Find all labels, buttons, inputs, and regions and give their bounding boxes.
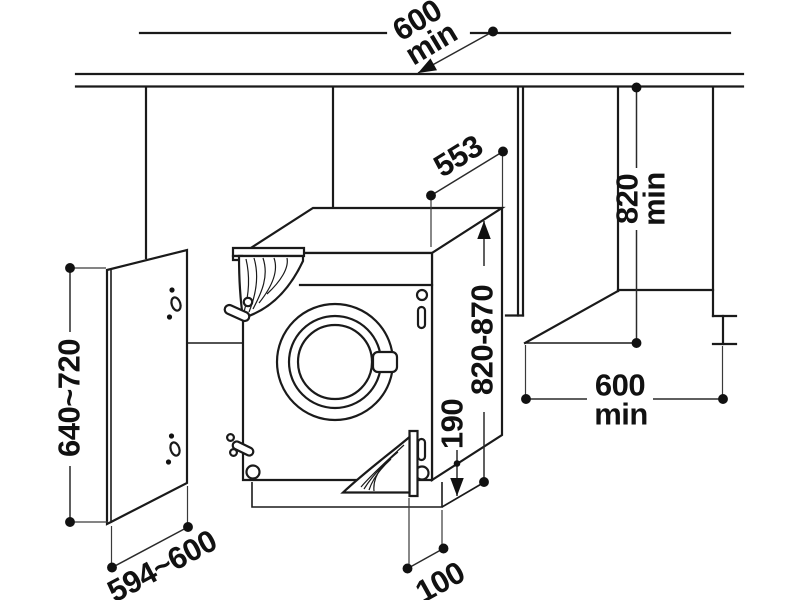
dim-value: 820-870	[465, 285, 500, 395]
dim-leader	[417, 26, 498, 74]
washing-machine	[223, 205, 506, 508]
left-foot-screw	[245, 464, 261, 480]
wood-grain	[360, 444, 405, 488]
panel-outline	[105, 248, 189, 526]
front-button	[415, 288, 429, 302]
upper-hinge-hole	[170, 296, 182, 312]
dim-value: 553	[427, 128, 488, 184]
dim-worktop-depth: 600 min	[386, 0, 498, 74]
hinge-arm	[231, 440, 255, 457]
dim-label-niche-height: 820 min	[610, 172, 672, 226]
lower-hinge-hole	[169, 441, 181, 457]
wood-grain	[252, 257, 266, 310]
hinge-screw-bottom	[229, 448, 239, 458]
dim-label-plinth-recess: 100	[410, 555, 471, 600]
dim-value: 820	[610, 174, 645, 224]
dim-plinth-zone-height: 190	[435, 399, 470, 496]
hinge-arm	[223, 303, 251, 323]
dim-label-plinth-zone: 190	[435, 399, 470, 449]
right-cabinet	[504, 86, 738, 346]
lower-screw-mark-2	[165, 459, 172, 465]
machine-plinth	[251, 482, 443, 508]
dim-dot	[453, 460, 461, 467]
bracket-plate	[231, 246, 306, 258]
door-handle	[371, 350, 399, 374]
dim-qualifier: min	[637, 172, 672, 226]
worktop	[74, 72, 745, 88]
dim-line	[426, 146, 508, 201]
top-left-wood-bracket	[231, 246, 306, 320]
bottom-right-wood-bracket	[340, 429, 419, 498]
machine-plinth-depth-edge	[441, 482, 484, 508]
front-indicator-slot	[416, 305, 427, 330]
dim-label-floor-clearance: 600	[595, 368, 645, 403]
wood-grain	[248, 257, 258, 313]
lower-screw-mark-1	[168, 433, 175, 439]
wood-grain	[266, 257, 288, 295]
dim-value: 640~720	[52, 339, 87, 457]
dim-label-appliance-depth: 553	[427, 128, 488, 184]
hinge-pin	[242, 296, 254, 308]
bracket-wedge	[340, 434, 411, 494]
bracket-plate	[408, 429, 419, 498]
dim-value: 190	[435, 399, 470, 449]
dim-floor-clearance: 600 min	[521, 345, 728, 432]
upper-screw-mark-1	[169, 287, 175, 293]
dim-appliance-height: 820-870	[465, 221, 500, 487]
left-cabinet-walls	[144, 86, 335, 260]
dim-label-appliance-height: 820-870	[465, 285, 500, 395]
dim-qualifier: min	[594, 397, 648, 432]
dim-line	[107, 522, 193, 573]
lower-door-hinge	[226, 433, 255, 458]
wood-grain	[258, 257, 277, 304]
dim-line	[402, 543, 449, 574]
dim-niche-height: 820 min	[610, 82, 672, 348]
dim-label-worktop-depth: 600 min	[386, 0, 462, 72]
wood-grain	[363, 451, 399, 490]
dim-value: 594~600	[102, 523, 223, 600]
upper-screw-mark-2	[166, 314, 173, 320]
hinge-screw-top	[226, 433, 236, 443]
lower-indicator-slot	[416, 437, 427, 462]
door-glass	[296, 323, 374, 401]
dim-door-height: 640~720	[52, 263, 108, 527]
dim-plinth-recess: 100	[402, 498, 471, 600]
cabinet-floor-corner-diagonal	[523, 289, 620, 345]
upper-door-hinge	[223, 296, 254, 323]
wood-grain	[243, 258, 250, 313]
furniture-door-panel	[105, 248, 189, 526]
dim-value: 100	[410, 555, 471, 600]
dim-label-door-height: 640~720	[52, 339, 87, 457]
wood-grain	[373, 465, 384, 492]
dim-label-door-width: 594~600	[102, 523, 223, 600]
